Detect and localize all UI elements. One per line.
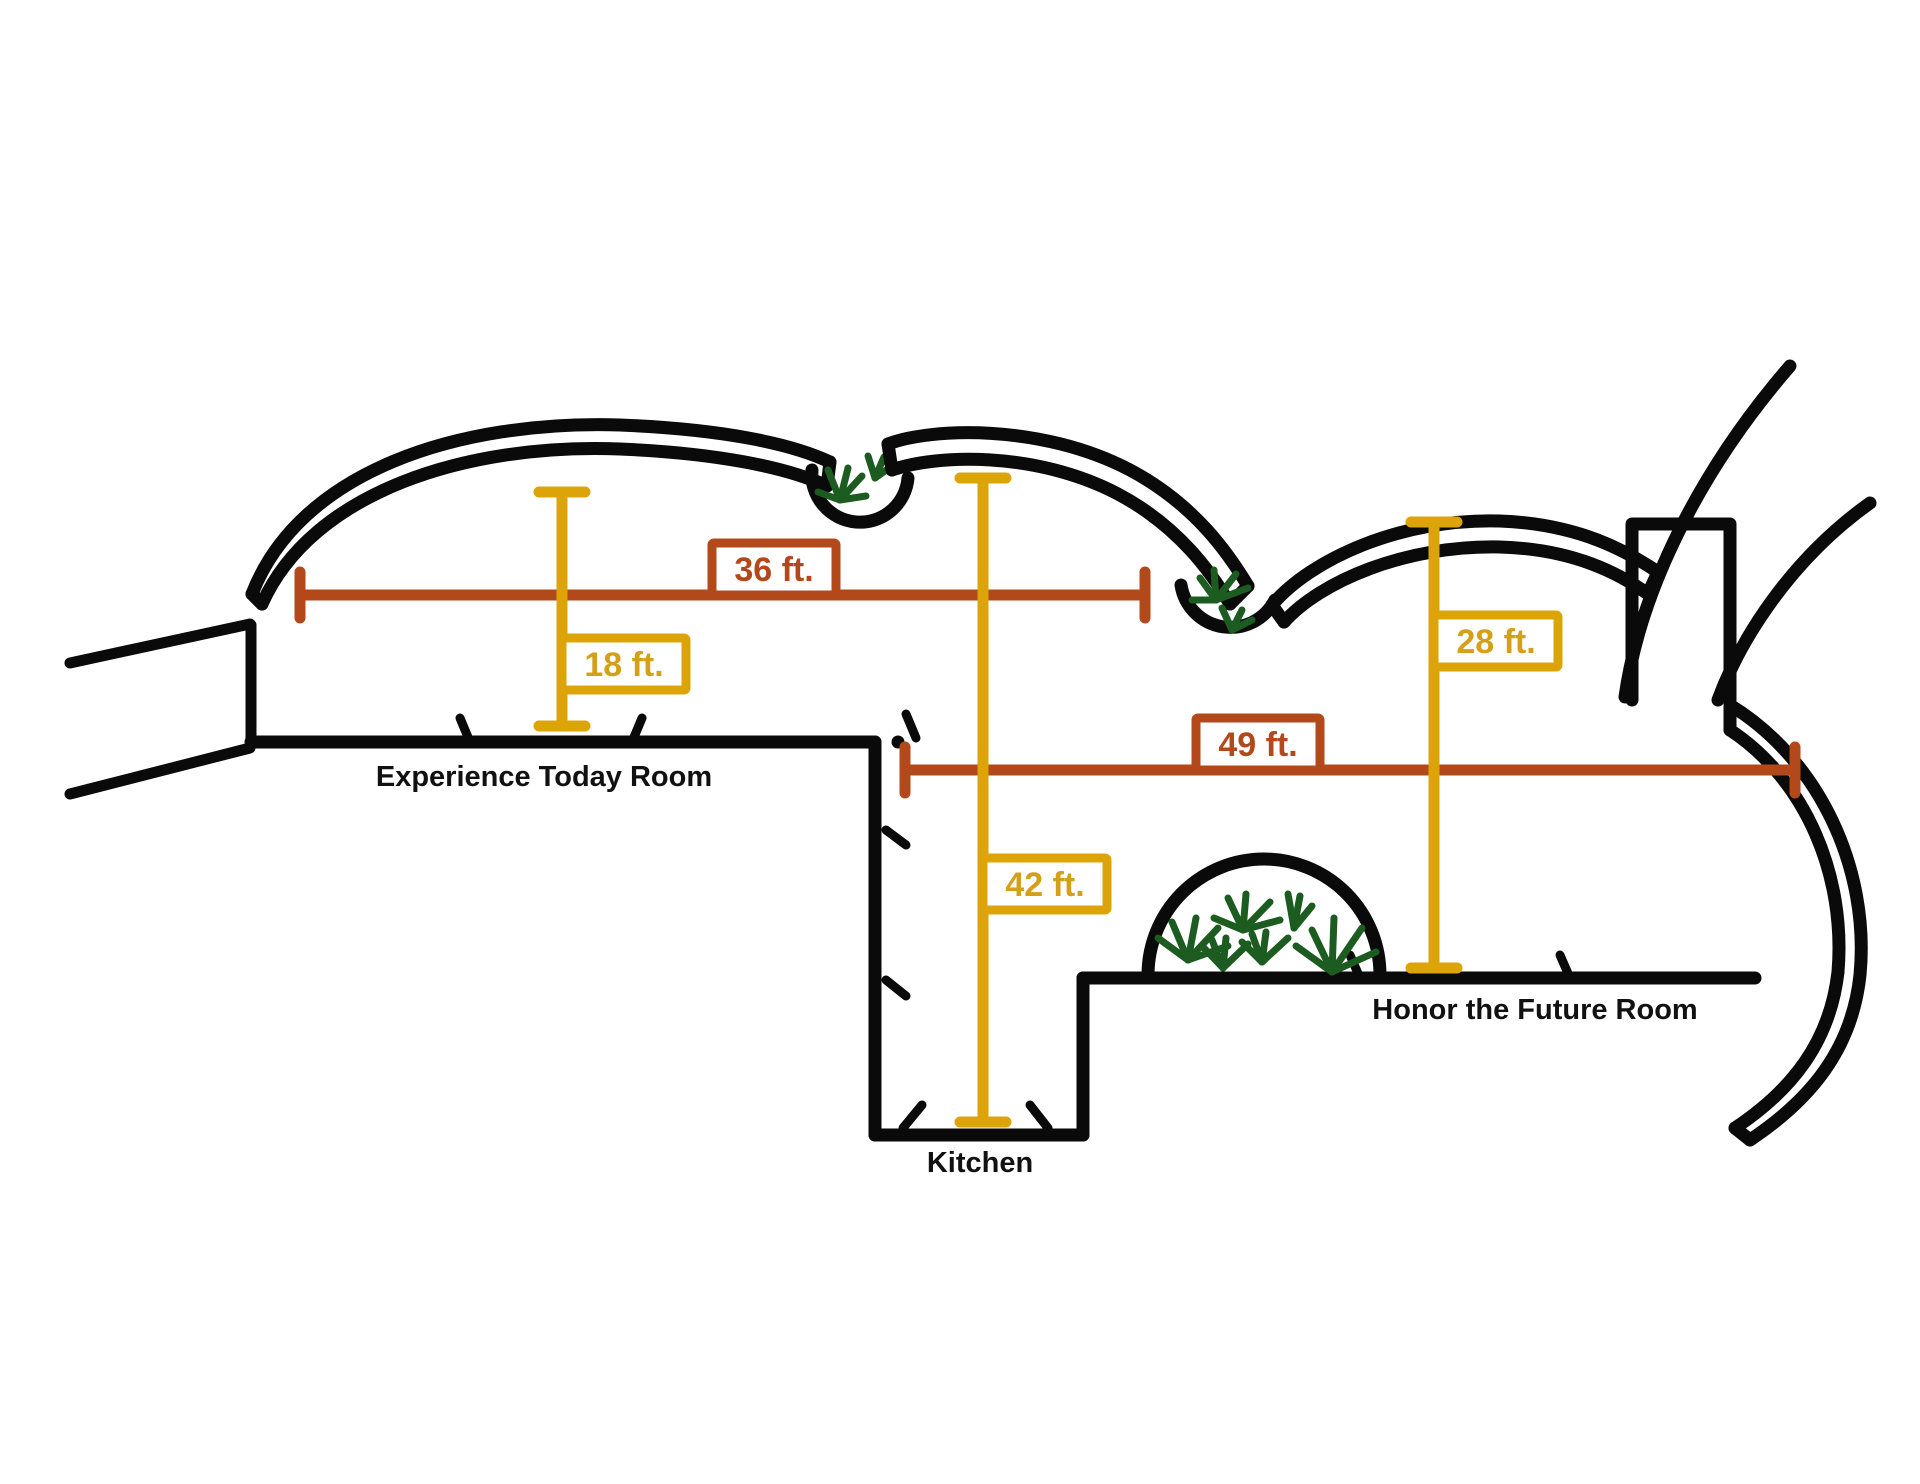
room-label-kitchen: Kitchen	[927, 1147, 1033, 1179]
dimension-49ft-label: 49 ft.	[1218, 726, 1297, 764]
dimension-28ft-label: 28 ft.	[1456, 623, 1535, 661]
right-radiating-arcs	[1618, 359, 1877, 707]
dimension-28ft: 28 ft.	[1405, 516, 1563, 974]
dimension-28ft-label-box	[1429, 610, 1563, 672]
experience-today-curved-wall	[245, 418, 837, 611]
dimension-36ft-label-box	[707, 538, 841, 600]
room-label-experience-today: Experience Today Room	[376, 761, 712, 793]
main-floor-outline	[244, 735, 1762, 1142]
dimension-36ft: 36 ft.	[294, 538, 1151, 624]
dimension-42ft: 42 ft.	[954, 472, 1112, 1128]
dimension-49ft: 49 ft.	[899, 713, 1801, 799]
room-label-honor-the-future: Honor the Future Room	[1372, 994, 1697, 1026]
dimension-18ft-label: 18 ft.	[584, 646, 663, 684]
honor-the-future-curved-wall	[1265, 514, 1665, 629]
wall-tick-marks	[455, 709, 1575, 1133]
round-planter-right	[1174, 566, 1282, 634]
grass-tuft-icon	[1154, 890, 1380, 976]
semicircular-planter-bed	[1141, 852, 1387, 982]
grass-tuft-icon	[1188, 566, 1256, 634]
middle-arch-wall	[881, 426, 1255, 611]
dimension-18ft: 18 ft.	[533, 486, 691, 732]
dimension-42ft-label-box	[978, 853, 1112, 915]
dimension-49ft-label-box	[1191, 713, 1325, 775]
dimension-42ft-label: 42 ft.	[1005, 866, 1084, 904]
left-entry-opening	[64, 618, 257, 800]
dimension-18ft-label-box	[557, 633, 691, 695]
dimension-36ft-label: 36 ft.	[734, 551, 813, 589]
